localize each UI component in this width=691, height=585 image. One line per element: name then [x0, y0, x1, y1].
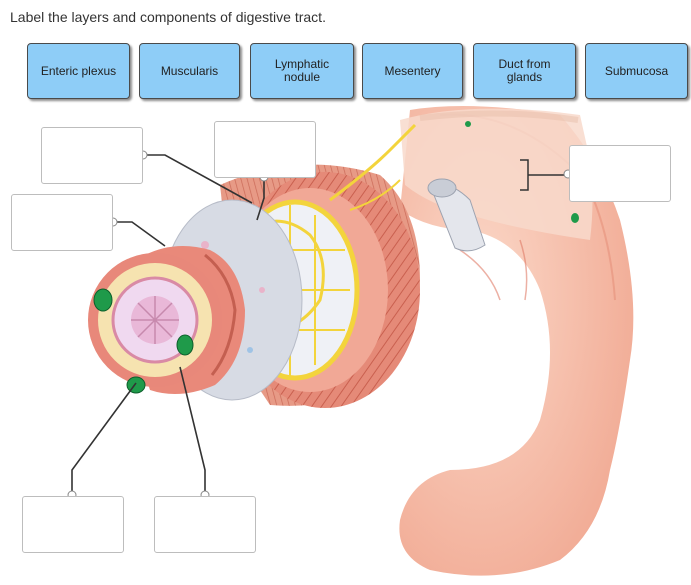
label-duct-from-glands[interactable]: Duct from glands — [473, 43, 576, 99]
label-muscularis[interactable]: Muscularis — [139, 43, 240, 99]
duct-illustration — [427, 178, 486, 252]
drop-target-3[interactable] — [11, 194, 113, 251]
question-prompt: Label the layers and components of diges… — [10, 9, 326, 25]
label-enteric-plexus[interactable]: Enteric plexus — [27, 43, 130, 99]
mucosa-cross-section — [88, 246, 245, 394]
leader-lines — [71, 154, 265, 494]
label-lymphatic-nodule[interactable]: Lymphatic nodule — [250, 43, 354, 99]
drop-target-4[interactable] — [569, 145, 671, 202]
drop-target-2[interactable] — [214, 121, 316, 178]
drop-target-6[interactable] — [154, 496, 256, 553]
lymphatic-nodules — [93, 121, 579, 394]
right-bracket — [520, 159, 566, 191]
label-mesentery[interactable]: Mesentery — [362, 43, 463, 99]
drop-target-5[interactable] — [22, 496, 124, 553]
label-submucosa[interactable]: Submucosa — [585, 43, 688, 99]
drop-target-1[interactable] — [41, 127, 143, 184]
